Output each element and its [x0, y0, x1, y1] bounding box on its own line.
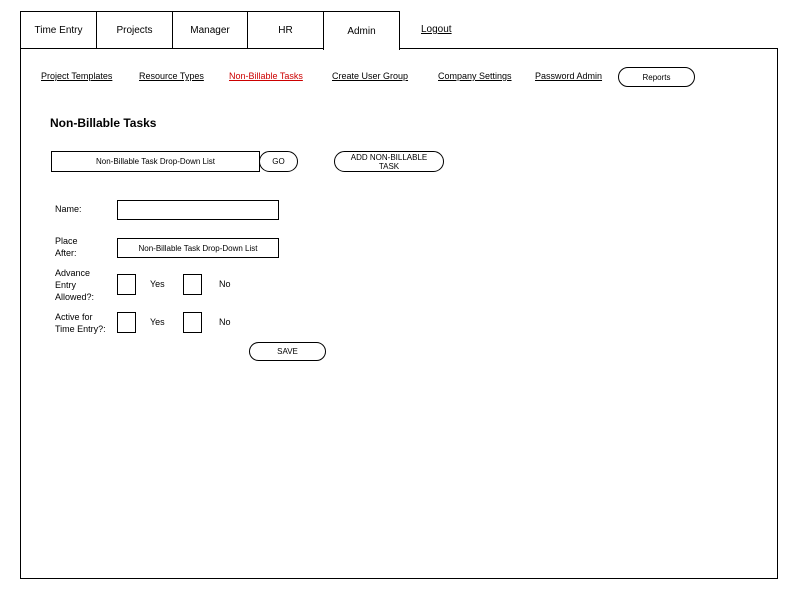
subnav-non-billable-tasks[interactable]: Non-Billable Tasks [229, 71, 303, 81]
tab-time-entry[interactable]: Time Entry [20, 11, 97, 48]
advance-entry-label: Advance Entry Allowed?: [55, 267, 94, 303]
active-time-entry-label: Active for Time Entry?: [55, 311, 106, 335]
subnav-password-admin[interactable]: Password Admin [535, 71, 603, 81]
active-time-entry-label-line1: Active for [55, 312, 93, 322]
tab-admin[interactable]: Admin [323, 11, 400, 50]
active-time-entry-yes-label: Yes [150, 317, 165, 327]
active-time-entry-label-line2: Time Entry?: [55, 324, 106, 334]
active-time-entry-no-label: No [219, 317, 231, 327]
subnav-resource-types[interactable]: Resource Types [139, 71, 204, 81]
tab-projects[interactable]: Projects [96, 11, 173, 48]
advance-entry-label-line1: Advance [55, 268, 91, 278]
advance-entry-label-line3: Allowed?: [55, 292, 95, 302]
add-non-billable-task-button[interactable]: ADD NON-BILLABLE TASK [334, 151, 444, 172]
tab-manager[interactable]: Manager [172, 11, 248, 48]
go-button[interactable]: GO [259, 151, 298, 172]
place-after-label-line2: After: [55, 248, 77, 258]
advance-entry-yes-checkbox[interactable] [117, 274, 136, 295]
save-button[interactable]: SAVE [249, 342, 326, 361]
subnav-company-settings[interactable]: Company Settings [438, 71, 512, 81]
subnav-project-templates[interactable]: Project Templates [41, 71, 113, 81]
name-label: Name: [55, 204, 82, 214]
active-time-entry-yes-checkbox[interactable] [117, 312, 136, 333]
active-time-entry-no-checkbox[interactable] [183, 312, 202, 333]
content-frame [20, 48, 778, 579]
advance-entry-yes-label: Yes [150, 279, 165, 289]
page-title: Non-Billable Tasks [50, 116, 157, 130]
place-after-dropdown[interactable]: Non-Billable Task Drop-Down List [117, 238, 279, 258]
subnav-create-user-group[interactable]: Create User Group [332, 71, 409, 81]
advance-entry-no-checkbox[interactable] [183, 274, 202, 295]
advance-entry-label-line2: Entry [55, 280, 77, 290]
reports-button[interactable]: Reports [618, 67, 695, 87]
advance-entry-no-label: No [219, 279, 231, 289]
place-after-label: Place After: [55, 235, 78, 259]
logout-link[interactable]: Logout [421, 24, 452, 35]
tab-hr[interactable]: HR [247, 11, 324, 48]
task-dropdown[interactable]: Non-Billable Task Drop-Down List [51, 151, 260, 172]
place-after-label-line1: Place [55, 236, 78, 246]
name-input[interactable] [117, 200, 279, 220]
